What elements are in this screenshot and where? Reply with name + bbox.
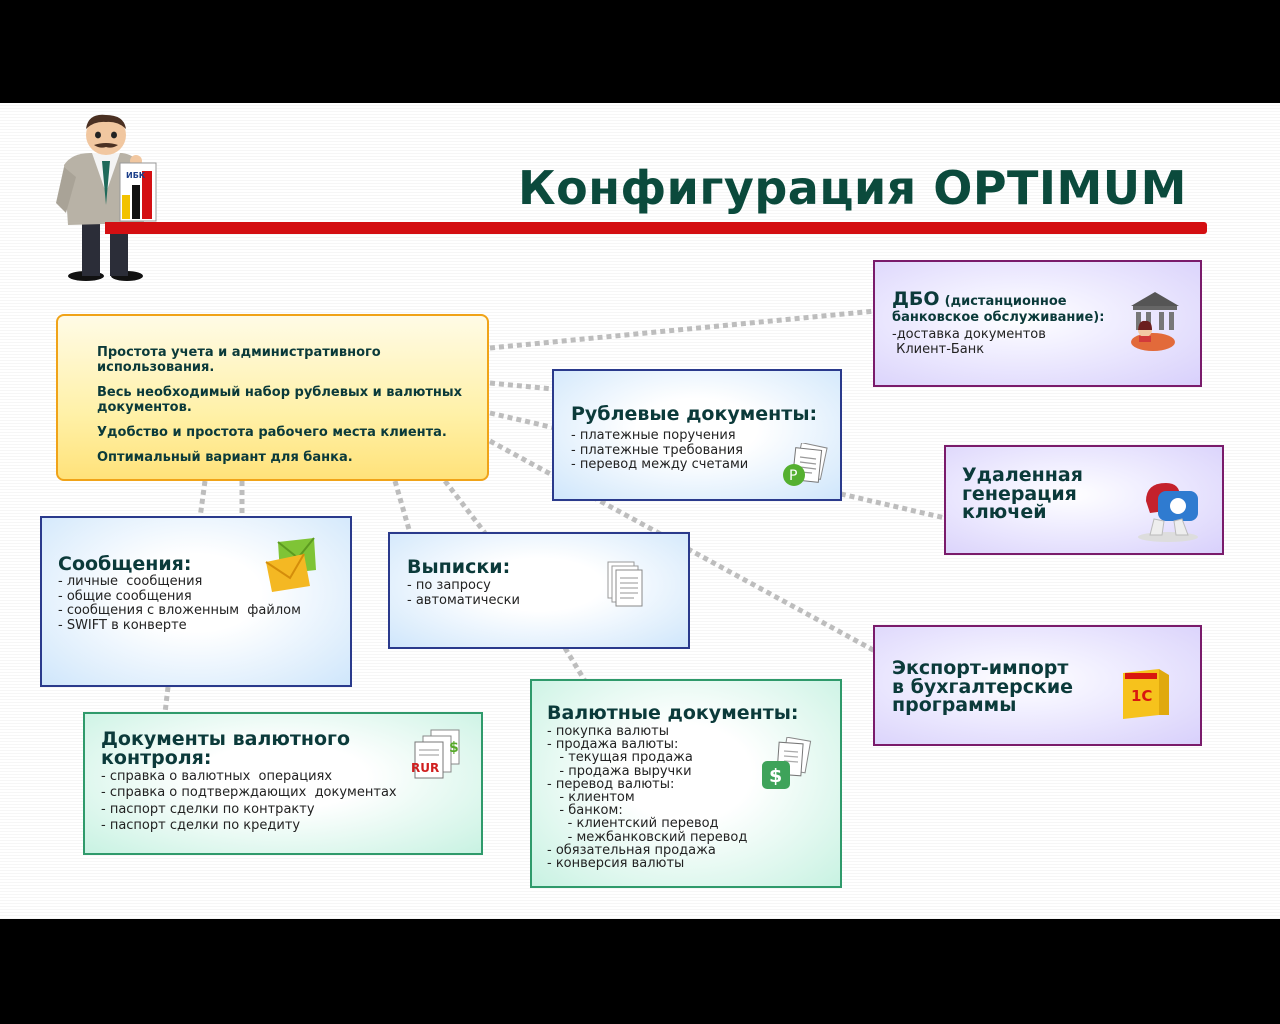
rur-badge-text: RUR [411, 761, 439, 775]
ruble-document-icon: Р [782, 443, 832, 487]
messages-box: Сообщения: - личные сообщения - общие со… [40, 516, 352, 687]
rur-document-icon: $ RUR [409, 728, 465, 782]
documents-icon [604, 560, 646, 610]
statements-box: Выписки: - по запросу - автоматически [388, 532, 690, 649]
page-title: Конфигурация OPTIMUM [518, 161, 1187, 215]
envelope-icon [264, 536, 320, 594]
svg-text:$: $ [449, 740, 459, 756]
currency-control-box: Документы валютного контроля: - справка … [83, 712, 483, 855]
1c-accounting-icon: 1С [1119, 665, 1173, 721]
mascot-illustration: ИБК [52, 113, 164, 281]
ruble-documents-title: Рублевые документы: [571, 405, 840, 424]
1c-badge-text: 1С [1131, 687, 1152, 705]
svg-text:Р: Р [789, 468, 797, 484]
dollar-document-icon: $ [760, 737, 816, 791]
key-generation-box: Удаленная генерация ключей [944, 445, 1224, 555]
summary-line: Весь необходимый набор рублевых и валютн… [97, 385, 487, 415]
key-icon [1136, 479, 1206, 545]
bank-icon [1127, 290, 1183, 352]
summary-box: Простота учета и административного испол… [56, 314, 489, 481]
dbo-title: ДБО [892, 288, 940, 310]
export-import-box: Экспорт-импорт в бухгалтерские программы… [873, 625, 1202, 746]
summary-list: Простота учета и административного испол… [97, 345, 487, 465]
currency-documents-box: Валютные документы: - покупка валюты - п… [530, 679, 842, 888]
ruble-documents-box: Рублевые документы: - платежные поручени… [552, 369, 842, 501]
svg-text:$: $ [769, 765, 782, 787]
dbo-box: ДБО (дистанционное банковское обслуживан… [873, 260, 1202, 387]
summary-line: Удобство и простота рабочего места клиен… [97, 425, 487, 440]
mascot-chart-label: ИБК [126, 171, 146, 180]
currency-documents-title: Валютные документы: [547, 704, 840, 723]
title-underline [105, 222, 1207, 234]
dbo-heading: ДБО (дистанционное банковское обслуживан… [892, 290, 1112, 325]
summary-line: Простота учета и административного испол… [97, 345, 487, 375]
slide: ИБК Конфигурация OPTIMUM Простота учета … [0, 103, 1280, 919]
summary-line: Оптимальный вариант для банка. [97, 450, 487, 465]
